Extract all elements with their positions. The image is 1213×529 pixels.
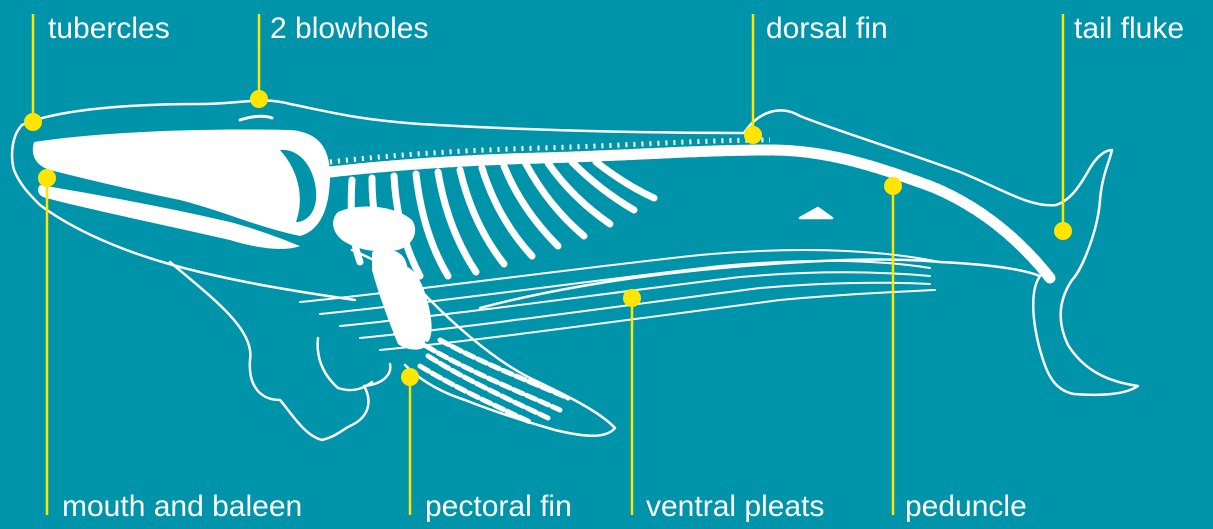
marker-dot-pectoral-fin — [401, 368, 419, 386]
label-dorsal-fin: dorsal fin — [766, 14, 888, 44]
label-pectoral-fin: pectoral fin — [425, 492, 572, 522]
label-peduncle: peduncle — [905, 492, 1027, 522]
skull-and-baleen — [33, 130, 330, 249]
label-blowholes: 2 blowholes — [270, 14, 428, 44]
marker-dot-tubercles — [24, 113, 42, 131]
marker-dot-mouth-baleen — [38, 169, 56, 187]
marker-dot-tail-fluke — [1054, 222, 1072, 240]
marker-dot-blowholes — [250, 90, 268, 108]
label-tubercles: tubercles — [48, 14, 170, 44]
label-tail-fluke: tail fluke — [1074, 14, 1184, 44]
label-mouth-and-baleen: mouth and baleen — [62, 492, 302, 522]
marker-dot-peduncle — [884, 177, 902, 195]
label-ventral-pleats: ventral pleats — [646, 492, 824, 522]
marker-dot-ventral-pleats — [623, 289, 641, 307]
pectoral-bones — [333, 206, 432, 349]
marker-dot-dorsal-fin — [744, 126, 762, 144]
